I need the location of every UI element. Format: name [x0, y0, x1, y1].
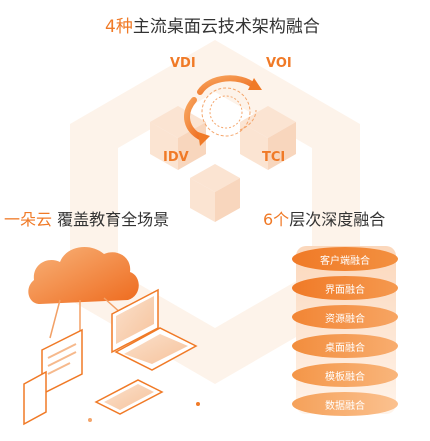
layer-data: 数据融合	[292, 392, 398, 416]
layer-desktop-label: 桌面融合	[325, 342, 365, 354]
layer-ui-label: 界面融合	[325, 284, 365, 296]
layer-data-label: 数据融合	[325, 400, 365, 412]
layer-template: 模板融合	[292, 363, 398, 387]
tag-voi: VOI	[266, 56, 292, 71]
tag-idv: IDV	[163, 150, 189, 165]
main-title-rest: 主流桌面云技术架构融合	[132, 17, 320, 37]
layer-ui: 界面融合	[292, 276, 398, 300]
cloud-devices-illustration	[23, 247, 200, 426]
right-section-accent: 6个	[263, 210, 290, 229]
convergence-swirl-icon	[184, 75, 262, 146]
tag-vdi: VDI	[170, 56, 196, 71]
tag-tci: TCI	[262, 150, 286, 165]
right-section-title: 6个层次深度融合	[263, 206, 385, 230]
layer-template-label: 模板融合	[325, 371, 365, 383]
left-section-accent: 一朵云	[4, 210, 53, 229]
layer-resource: 资源融合	[292, 305, 398, 329]
right-section-rest: 层次深度融合	[289, 210, 386, 229]
left-section-rest: 覆盖教育全场景	[52, 210, 170, 229]
left-section-title: 一朵云 覆盖教育全场景	[4, 206, 169, 230]
main-title-accent: 4种	[105, 17, 133, 37]
layer-resource-label: 资源融合	[325, 313, 365, 325]
main-title: 4种主流桌面云技术架构融合	[105, 12, 320, 37]
layer-client: 客户端融合	[292, 247, 398, 271]
layer-desktop: 桌面融合	[292, 334, 398, 358]
layer-client-label: 客户端融合	[320, 255, 370, 267]
